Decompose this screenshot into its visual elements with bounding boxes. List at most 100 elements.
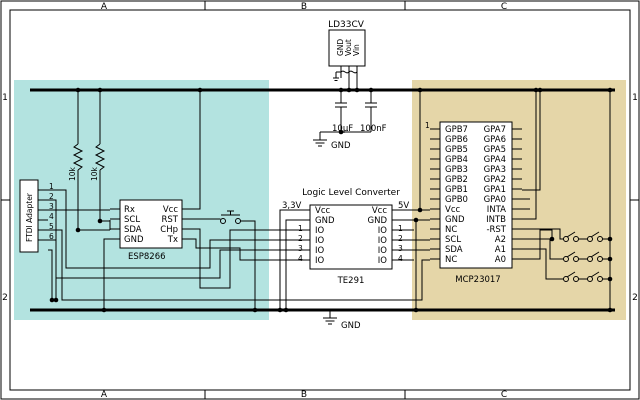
col-label-a-top: A bbox=[101, 2, 108, 12]
mcp-pin-gpb6: GPB6 bbox=[445, 135, 468, 145]
regulator: LD33CV GND Vout Vin bbox=[328, 20, 366, 90]
esp-pin-tx: Tx bbox=[167, 235, 178, 245]
llc-title: Logic Level Converter bbox=[302, 188, 400, 198]
llc-right-pin-3: IO bbox=[378, 236, 388, 246]
junction-dot-7 bbox=[277, 307, 283, 313]
ftdi-pin-2: 2 bbox=[49, 192, 54, 201]
row-label-1-left: 1 bbox=[2, 93, 8, 103]
llc-right-num-4: 4 bbox=[398, 254, 403, 263]
mcp-pin-gpb0: GPB0 bbox=[445, 195, 468, 205]
mcp-pin-gpa0: GPA0 bbox=[484, 195, 506, 205]
junction-dot-12 bbox=[49, 297, 55, 303]
ftdi-pin-1: 1 bbox=[49, 182, 54, 191]
wire-29 bbox=[522, 90, 537, 220]
junction-dot-4 bbox=[607, 87, 613, 93]
llc-right-pin-4: IO bbox=[378, 246, 388, 256]
mcp-pin-gnd: GND bbox=[445, 215, 465, 225]
mcp-pin-a1: A1 bbox=[495, 245, 506, 255]
junction-dot-13 bbox=[417, 207, 423, 213]
llc-left-num-1: 1 bbox=[298, 224, 303, 233]
mcp-pin-a2: A2 bbox=[495, 235, 506, 245]
wire-17 bbox=[285, 219, 296, 310]
wire-14 bbox=[192, 228, 296, 289]
junction-dot-0 bbox=[197, 87, 203, 93]
row-label-1-right: 1 bbox=[632, 93, 638, 103]
junction-dot-5 bbox=[101, 307, 107, 313]
regulator-pin-gnd: GND bbox=[336, 39, 345, 56]
mcp-name: MCP23017 bbox=[455, 275, 500, 285]
r1-value: 10k bbox=[68, 166, 77, 181]
junction-dot-3 bbox=[533, 87, 539, 93]
ftdi-body bbox=[19, 179, 39, 253]
regulator-body bbox=[328, 29, 366, 67]
col-label-b-bottom: B bbox=[301, 390, 307, 400]
llc-left-num-3: 3 bbox=[298, 244, 303, 253]
mcp-pin-intb: INTB bbox=[486, 215, 506, 225]
esp-pin-gnd: GND bbox=[124, 235, 144, 245]
llc-left-pin-3: IO bbox=[315, 236, 325, 246]
mcp-pin-gpa3: GPA3 bbox=[484, 165, 506, 175]
mcp-pin-gpa2: GPA2 bbox=[484, 175, 506, 185]
cap-100nf: 100nF bbox=[360, 90, 387, 134]
regulator-pin-vout: Vout bbox=[344, 39, 353, 56]
row-label-2-left: 2 bbox=[2, 293, 8, 303]
mcp23017: 1 GPB7GPB6GPB5GPB4GPB3GPB2GPB1GPB0VccGND… bbox=[425, 121, 522, 285]
llc-left-num-2: 2 bbox=[298, 234, 303, 243]
mcp-pin-gpb5: GPB5 bbox=[445, 145, 468, 155]
llc-left-num-4: 4 bbox=[298, 254, 303, 263]
wire-3 bbox=[48, 229, 430, 301]
llc-left-pin-4: IO bbox=[315, 246, 325, 256]
ftdi-pin-6: 6 bbox=[49, 232, 54, 241]
cap-10uf: 10µF bbox=[332, 90, 353, 134]
llc-right-pin-2: IO bbox=[378, 226, 388, 236]
junction-dot-8 bbox=[283, 307, 289, 313]
llc-right-num-3: 3 bbox=[398, 244, 403, 253]
mcp-pin-gpb3: GPB3 bbox=[445, 165, 468, 175]
mcp-pin-nc: NC bbox=[445, 225, 457, 235]
pullup-r1: 10k bbox=[68, 90, 84, 230]
mcp-pin-scl: SCL bbox=[445, 235, 461, 245]
wire-4 bbox=[48, 239, 57, 300]
wire-33 bbox=[522, 229, 553, 260]
junction-dot-15 bbox=[607, 236, 613, 242]
esp-pin-scl: SCL bbox=[124, 215, 140, 225]
regulator-pin-vin: Vin bbox=[352, 44, 361, 56]
col-label-b-top: B bbox=[301, 2, 307, 12]
mcp-pin-vcc: Vcc bbox=[445, 205, 460, 215]
mcp-pin-a0: A0 bbox=[495, 255, 506, 265]
mcp-pin-gpa1: GPA1 bbox=[484, 185, 506, 195]
gnd-symbol-top: GND bbox=[313, 132, 351, 151]
llc-right-num-1: 1 bbox=[398, 224, 403, 233]
ftdi-pin-3: 3 bbox=[49, 202, 54, 211]
esp-pin-vcc: Vcc bbox=[163, 205, 178, 215]
llc-left-pin-0: Vcc bbox=[315, 206, 330, 216]
mcp-pin-gpa4: GPA4 bbox=[484, 155, 506, 165]
wire-31 bbox=[522, 238, 564, 260]
junction-dot-14 bbox=[413, 217, 419, 223]
mcp-body bbox=[439, 121, 513, 269]
llc-right-pin-1: GND bbox=[368, 216, 388, 226]
junction-dot-10 bbox=[607, 307, 613, 313]
mcp-pin1-marker: 1 bbox=[425, 121, 430, 130]
ftdi-pin-4: 4 bbox=[49, 212, 54, 221]
wire-1 bbox=[48, 199, 296, 279]
wire-0 bbox=[48, 189, 296, 269]
r2-value: 10k bbox=[90, 166, 99, 181]
cap2-value: 100nF bbox=[360, 124, 387, 134]
wire-26 bbox=[522, 90, 541, 191]
esp-pin-chp: CHp bbox=[160, 225, 178, 235]
junction-dot-17 bbox=[607, 276, 613, 282]
wire-11 bbox=[192, 90, 201, 210]
esp-pin-rx: Rx bbox=[124, 205, 135, 215]
regulator-name: LD33CV bbox=[328, 20, 365, 30]
wire-13 bbox=[240, 220, 256, 310]
wire-15 bbox=[192, 238, 296, 261]
llc-low-voltage: 3,3V bbox=[282, 201, 302, 211]
esp-name: ESP8266 bbox=[128, 252, 166, 262]
esp-pin-sda: SDA bbox=[124, 225, 142, 235]
ftdi-name: FTDI Adapter bbox=[25, 192, 34, 242]
col-label-a-bottom: A bbox=[101, 390, 108, 400]
wire-16 bbox=[279, 209, 296, 310]
